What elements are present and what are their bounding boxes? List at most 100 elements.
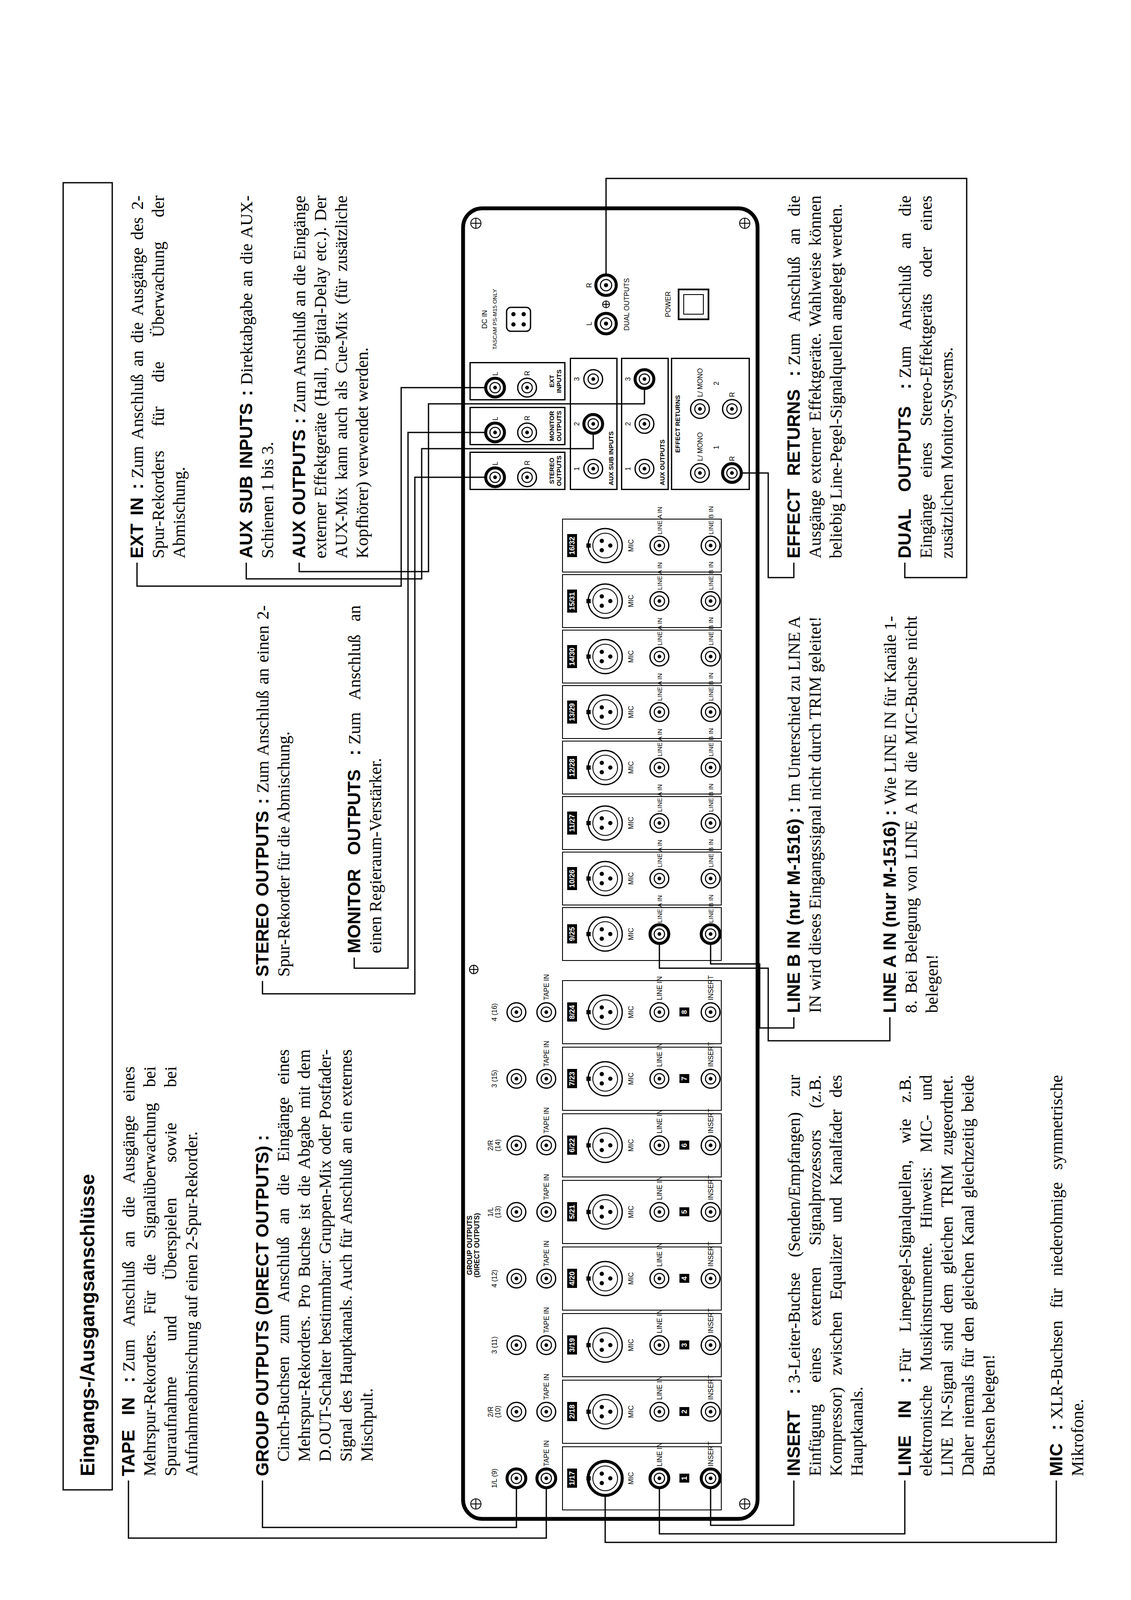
leader-line	[710, 1480, 794, 1525]
xlr-socket	[586, 861, 623, 896]
leader-line	[606, 178, 967, 578]
section-box: AUX OUTPUTS 1 2 3	[620, 357, 669, 490]
jack-label: LINE B IN	[707, 672, 715, 701]
channel-number: 6/22	[567, 1135, 578, 1155]
screw-symbol	[469, 964, 479, 974]
jack-label: MIC	[627, 1405, 635, 1418]
jack-socket	[517, 422, 537, 442]
channel-number: 16/32	[567, 533, 578, 558]
jack-socket	[507, 1335, 526, 1355]
channel-number: 3	[679, 1340, 690, 1350]
section-box: STEREO OUTPUTSLR	[469, 451, 566, 490]
section-label: AUX OUTPUTS	[658, 439, 666, 486]
jack-label: 1/L (13)	[486, 1201, 502, 1222]
jack-socket	[650, 813, 669, 833]
channel-number: 13/29	[567, 700, 578, 724]
callout-heading: AUX OUTPUTS :	[288, 417, 309, 559]
callout: DUAL OUTPUTS :Zum Anschluß an die Eingän…	[894, 195, 958, 559]
xlr-socket	[586, 583, 623, 618]
jack-label: MIC	[627, 650, 635, 663]
callout-heading: EXT IN :	[126, 483, 147, 559]
jack-socket	[583, 414, 603, 434]
section-label: MONITOR OUTPUTS	[548, 408, 563, 444]
channel-number: 9/25	[567, 924, 578, 944]
channel-number: 15/31	[567, 589, 578, 613]
jack-label: LINE B IN	[707, 616, 715, 646]
jack-socket	[536, 1335, 556, 1355]
jack-label: DUAL OUTPUTS	[623, 278, 631, 331]
jack-socket	[595, 313, 617, 334]
channel-number: 8	[679, 1007, 690, 1017]
jack-socket	[536, 1268, 556, 1288]
jack-label: 1	[624, 466, 632, 471]
jack-label: MIC	[627, 927, 635, 940]
xlr-socket	[586, 916, 623, 951]
jack-socket	[701, 924, 720, 944]
jack-label: MIC	[627, 705, 635, 718]
jack-label: LINE IN	[655, 1109, 664, 1134]
jack-socket	[595, 274, 617, 296]
channel-number: 2/18	[567, 1401, 578, 1421]
leader-line	[128, 1480, 547, 1538]
jack-label: LINE B IN	[707, 561, 715, 590]
leader-line	[710, 943, 794, 1028]
jack-socket	[507, 1069, 526, 1088]
jack-label: LINE IN	[655, 1242, 664, 1267]
leader-lines	[128, 178, 1057, 1543]
channel-strip	[562, 1246, 722, 1310]
jack-label: TAPE IN	[542, 1373, 551, 1400]
callout-text: Cinch-Buchsen zum Anschluß an die Eingän…	[272, 1049, 378, 1476]
callout: GROUP OUTPUTS (DIRECT OUTPUTS) :Cinch-Bu…	[251, 1049, 378, 1476]
jack-socket	[701, 702, 720, 722]
page-title: Eingangs-/Ausgangsanschlüsse	[76, 1173, 99, 1476]
channel-strip	[562, 1113, 722, 1177]
jack-label: 2/R (10)	[486, 1401, 502, 1422]
jack-label: LINE A IN	[655, 728, 664, 757]
jack-socket	[583, 369, 603, 389]
channel-strip	[562, 685, 722, 739]
jack-socket	[517, 467, 537, 487]
jack-label: R	[523, 370, 531, 376]
callout-heading: DUAL OUTPUTS :	[894, 383, 915, 559]
jack-label: POWER	[664, 291, 672, 318]
xlr-socket	[586, 694, 623, 729]
channel-number: 1/17	[567, 1468, 578, 1488]
section-box: AUX SUB INPUTS123	[569, 357, 618, 490]
jack-label: 3	[624, 377, 632, 382]
jack-socket	[701, 647, 720, 666]
screw-symbol	[470, 1498, 481, 1509]
jack-socket	[701, 1135, 720, 1155]
xlr-socket	[586, 750, 623, 785]
jack-label: LINE A IN	[655, 617, 664, 646]
jack-socket	[536, 1468, 556, 1488]
jack-label: INSERT	[707, 1441, 715, 1467]
jack-socket	[536, 1069, 556, 1088]
jack-socket	[701, 1335, 720, 1355]
jack-label: LINE A IN	[655, 894, 664, 923]
screw-symbol	[470, 218, 481, 229]
jack-label: 1	[712, 445, 720, 450]
jack-socket	[507, 1402, 526, 1421]
jack-socket	[650, 1002, 669, 1022]
jack-label: INSERT	[707, 1374, 715, 1400]
jack-label: 2	[712, 381, 720, 386]
jack-socket	[635, 459, 654, 479]
jack-socket	[650, 647, 669, 666]
callout: TAPE IN :Zum Anschluß an die Ausgänge ei…	[117, 1066, 202, 1476]
jack-label: L	[585, 321, 593, 326]
jack-label: MIC	[627, 1072, 635, 1085]
jack-socket	[485, 378, 505, 397]
jack-socket	[650, 868, 669, 888]
channel-strip	[562, 574, 722, 628]
jack-label: R	[523, 460, 531, 466]
jack-label: 2	[624, 422, 632, 426]
xlr-socket	[586, 1327, 623, 1362]
jack-socket	[650, 1202, 669, 1222]
xlr-socket	[586, 1061, 623, 1096]
jack-label: 2	[573, 422, 581, 426]
channel-number: 10/26	[567, 866, 578, 891]
channel-number: 5/21	[567, 1201, 578, 1222]
jack-socket	[536, 1002, 556, 1022]
jack-label: R	[585, 282, 593, 288]
